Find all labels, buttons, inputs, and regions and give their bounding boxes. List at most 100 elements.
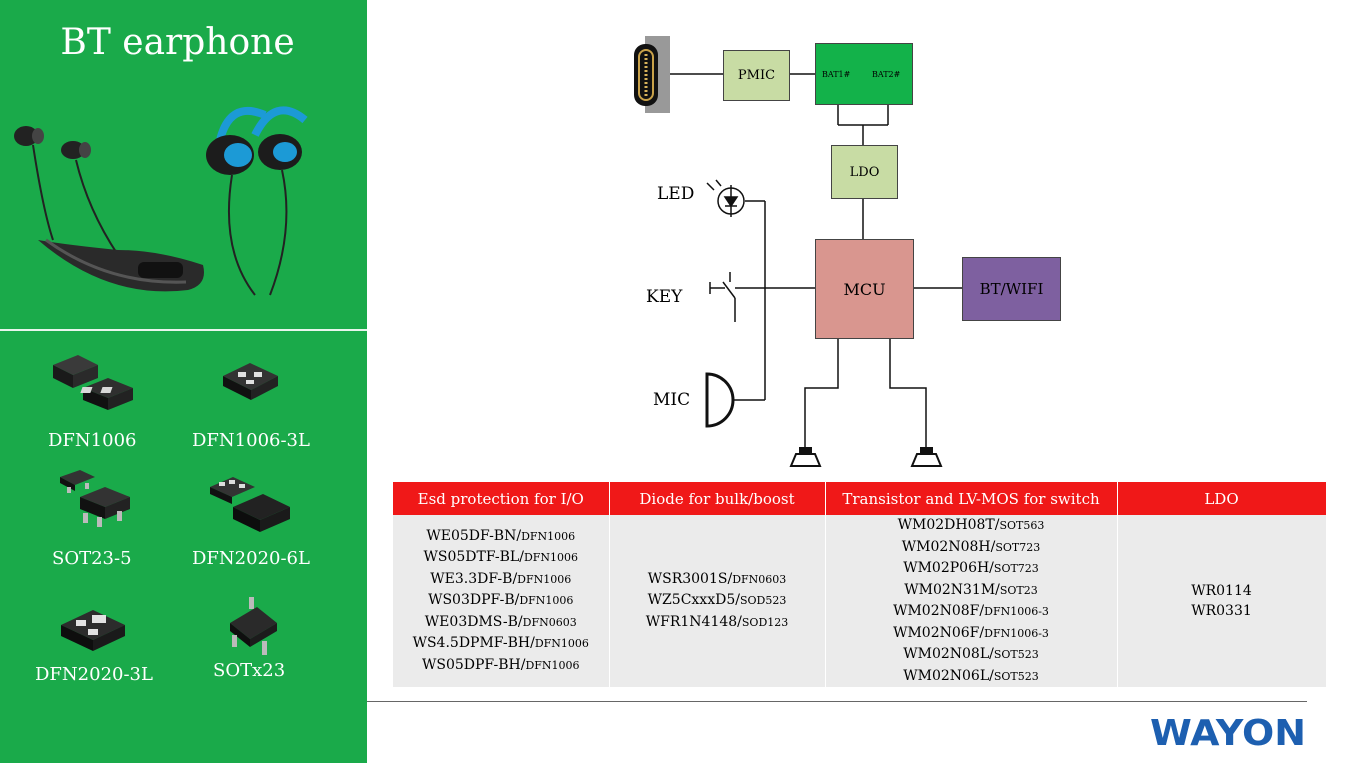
dfn1006-chip-icon bbox=[53, 355, 133, 410]
part-name: WM02N31M/ bbox=[904, 581, 1000, 598]
product-table: Esd protection for I/O Diode for bulk/bo… bbox=[393, 482, 1327, 687]
dfn1006-3l-chip-icon bbox=[223, 363, 278, 400]
table-header: Diode for bulk/boost bbox=[609, 482, 826, 515]
package-name: SOT563 bbox=[999, 519, 1045, 532]
part-name: WE03DMS-B/ bbox=[424, 613, 523, 630]
part-number: WS4.5DPMF-BH/DFN1006 bbox=[393, 633, 609, 655]
part-number: WS03DPF-B/DFN1006 bbox=[393, 590, 609, 612]
dfn2020-3l-chip-icon bbox=[61, 610, 125, 651]
part-number: WM02N08H/SOT723 bbox=[826, 537, 1117, 559]
sidebar: BT earphone DFN1006 bbox=[0, 0, 367, 763]
package-label: DFN1006-3L bbox=[192, 430, 310, 451]
part-name: WM02N06F/ bbox=[893, 624, 985, 641]
speaker-icon bbox=[789, 447, 822, 467]
footer-divider bbox=[367, 701, 1307, 702]
part-number: WM02N06F/DFN1006-3 bbox=[826, 623, 1117, 645]
usb-c-connector-icon bbox=[634, 36, 670, 113]
package-name: DFN1006 bbox=[534, 637, 589, 651]
bat1-label: BAT1# bbox=[822, 70, 851, 79]
part-number: WE03DMS-B/DFN0603 bbox=[393, 612, 609, 634]
package-label: DFN1006 bbox=[48, 430, 137, 451]
part-number: WSR3001S/DFN0603 bbox=[610, 569, 825, 591]
package-label: DFN2020-6L bbox=[192, 548, 310, 569]
package-label: DFN2020-3L bbox=[35, 664, 153, 685]
wayon-logo-text: WAYON bbox=[1150, 713, 1306, 751]
part-name: WM02N08L/ bbox=[903, 646, 994, 662]
wayon-logo: WAYON bbox=[1150, 713, 1306, 751]
part-name: WM02N08H/ bbox=[901, 538, 996, 555]
part-name: WM02P06H/ bbox=[903, 560, 994, 576]
neckband-earphone-image bbox=[14, 126, 204, 292]
package-name: SOD523 bbox=[739, 594, 787, 608]
battery-block: BAT1# BAT2# bbox=[815, 43, 913, 105]
part-number: WE05DF-BN/DFN1006 bbox=[393, 526, 609, 548]
pmic-block: PMIC bbox=[723, 50, 790, 101]
package-name: DFN1006 bbox=[523, 551, 579, 565]
part-name: WSR3001S/ bbox=[647, 570, 733, 587]
part-name: WM02DH08T/ bbox=[897, 517, 1000, 533]
table-header: LDO bbox=[1117, 482, 1327, 515]
sot23-5-chip-icon bbox=[60, 470, 130, 527]
part-name: WE05DF-BN/ bbox=[426, 527, 522, 544]
microphone-icon bbox=[705, 372, 735, 428]
part-name: WS4.5DPMF-BH/ bbox=[412, 635, 535, 652]
part-name: WS05DPF-BH/ bbox=[421, 656, 526, 673]
part-number: WM02N31M/SOT23 bbox=[826, 580, 1117, 602]
part-name: WE3.3DF-B/ bbox=[430, 570, 518, 587]
speaker-icon bbox=[910, 447, 943, 467]
table-header: Transistor and LV-MOS for switch bbox=[825, 482, 1118, 515]
table-header: Esd protection for I/O bbox=[393, 482, 610, 515]
package-name: SOD123 bbox=[741, 615, 789, 629]
part-number: WZ5CxxxD5/SOD523 bbox=[610, 590, 825, 612]
package-name: SOT723 bbox=[995, 540, 1041, 554]
part-number: WM02N06L/SOT523 bbox=[826, 666, 1117, 688]
part-number: WM02P06H/SOT723 bbox=[826, 558, 1117, 580]
package-name: SOT523 bbox=[993, 669, 1039, 683]
ldo-block: LDO bbox=[831, 145, 898, 199]
dfn2020-6l-chip-icon bbox=[210, 477, 290, 532]
part-name: WS05DTF-BL/ bbox=[423, 549, 524, 566]
part-name: WFR1N4148/ bbox=[645, 613, 742, 630]
package-name: DFN1006 bbox=[525, 658, 580, 672]
part-number: WM02DH08T/SOT563 bbox=[826, 515, 1117, 537]
page-title: BT earphone bbox=[60, 22, 295, 63]
sport-earphone-image bbox=[206, 106, 308, 296]
package-name: DFN1006 bbox=[519, 594, 574, 608]
part-name: WS03DPF-B/ bbox=[428, 592, 520, 609]
package-name: SOT723 bbox=[993, 562, 1039, 575]
package-name: DFN1006 bbox=[521, 529, 576, 543]
package-name: DFN1006 bbox=[517, 572, 572, 586]
package-name: DFN0603 bbox=[732, 572, 787, 586]
ldo-part: WR0114 bbox=[1191, 582, 1252, 599]
package-name: DFN1006-3 bbox=[984, 605, 1049, 618]
bat2-label: BAT2# bbox=[872, 70, 901, 79]
package-name: DFN1006-3 bbox=[984, 626, 1049, 640]
mcu-block: MCU bbox=[815, 239, 914, 339]
part-name: WZ5CxxxD5/ bbox=[647, 592, 740, 609]
part-number: WFR1N4148/SOD123 bbox=[610, 612, 825, 634]
package-name: SOT523 bbox=[993, 648, 1039, 661]
mic-label: MIC bbox=[653, 390, 691, 410]
package-label: SOT23-5 bbox=[52, 548, 132, 569]
part-number: WM02N08L/SOT523 bbox=[826, 644, 1117, 666]
part-name: WM02N08F/ bbox=[893, 603, 985, 619]
part-number: WE3.3DF-B/DFN1006 bbox=[393, 569, 609, 591]
led-icon bbox=[706, 179, 745, 217]
key-label: KEY bbox=[646, 287, 683, 307]
part-number: WS05DPF-BH/DFN1006 bbox=[393, 655, 609, 677]
sotx23-chip-icon bbox=[230, 597, 277, 655]
led-label: LED bbox=[657, 184, 695, 204]
package-name: SOT23 bbox=[999, 583, 1038, 597]
part-number: WM02N08F/DFN1006-3 bbox=[826, 601, 1117, 623]
sidebar-divider bbox=[0, 329, 367, 331]
package-name: DFN0603 bbox=[522, 615, 577, 629]
package-label: SOTx23 bbox=[213, 660, 286, 681]
block-diagram-wires bbox=[634, 36, 962, 467]
table-header-row: Esd protection for I/O Diode for bulk/bo… bbox=[393, 482, 1327, 515]
part-number: WS05DTF-BL/DFN1006 bbox=[393, 547, 609, 569]
